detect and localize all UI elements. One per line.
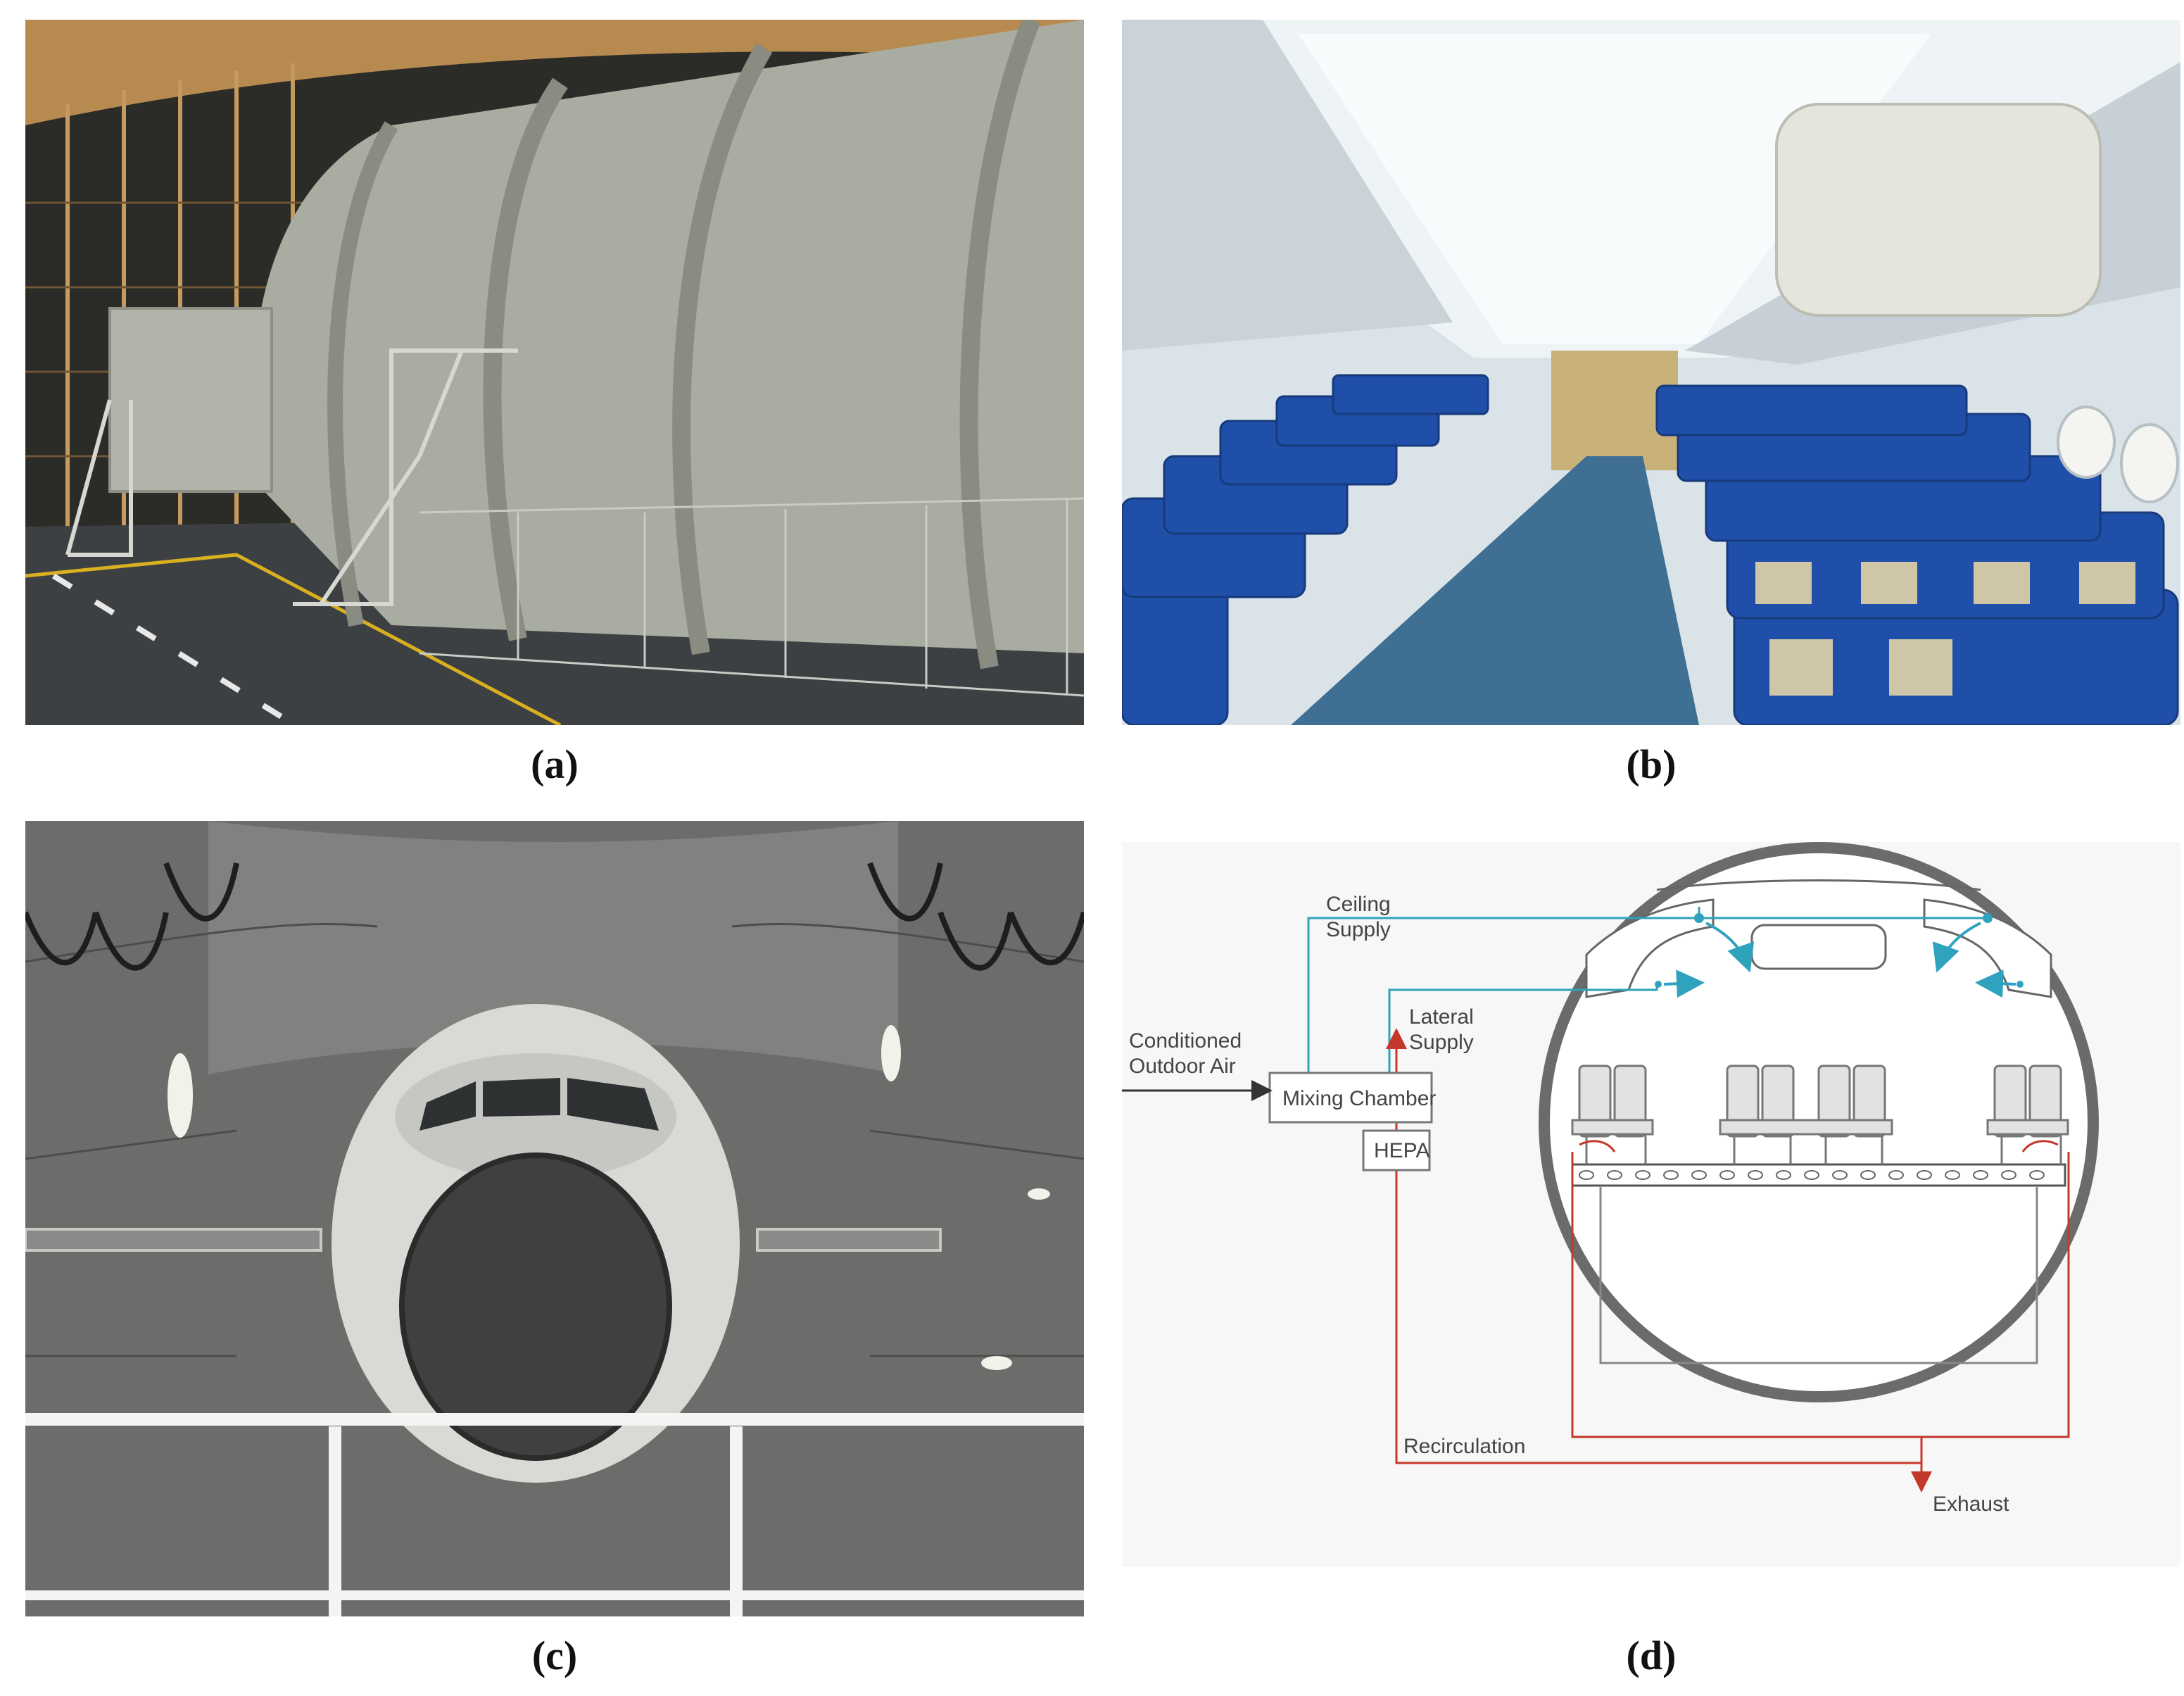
hepa-box bbox=[1362, 1129, 1431, 1172]
label-outdoor-1: Conditioned bbox=[1129, 1029, 1242, 1053]
photo-a-illustration bbox=[25, 20, 1084, 725]
caption-d: (d) bbox=[1626, 1633, 1677, 1678]
photo-c-illustration bbox=[25, 821, 1084, 1616]
diagram-d-ventilation: Ceiling Supply Lateral Supply Conditione… bbox=[1122, 842, 2180, 1567]
seat-rows bbox=[1571, 1064, 2069, 1138]
caption-c: (c) bbox=[531, 1633, 578, 1678]
label-lateral-1: Lateral bbox=[1409, 1005, 1474, 1029]
label-ceiling-1: Ceiling bbox=[1326, 893, 1391, 916]
label-hepa: HEPA bbox=[1374, 1139, 1429, 1162]
photo-c-aircraft-in-chamber bbox=[25, 821, 1084, 1616]
photo-b-illustration bbox=[1122, 20, 2180, 725]
overhead-structure bbox=[1585, 879, 2052, 998]
label-recirculation: Recirculation bbox=[1403, 1435, 1525, 1458]
caption-b: (b) bbox=[1626, 741, 1677, 787]
photo-a-test-chamber bbox=[25, 20, 1084, 725]
ventilation-diagram-svg: Ceiling Supply Lateral Supply Conditione… bbox=[1122, 842, 2180, 1567]
label-outdoor-2: Outdoor Air bbox=[1129, 1055, 1236, 1078]
photo-b-cabin-interior bbox=[1122, 20, 2180, 725]
mixing-chamber-box bbox=[1268, 1072, 1433, 1124]
label-exhaust: Exhaust bbox=[1933, 1493, 2009, 1516]
cargo-hold bbox=[1599, 1187, 2038, 1364]
label-lateral-2: Supply bbox=[1409, 1031, 1474, 1054]
label-ceiling-2: Supply bbox=[1326, 918, 1391, 941]
label-mixing-chamber: Mixing Chamber bbox=[1282, 1087, 1436, 1110]
caption-a: (a) bbox=[531, 741, 579, 787]
